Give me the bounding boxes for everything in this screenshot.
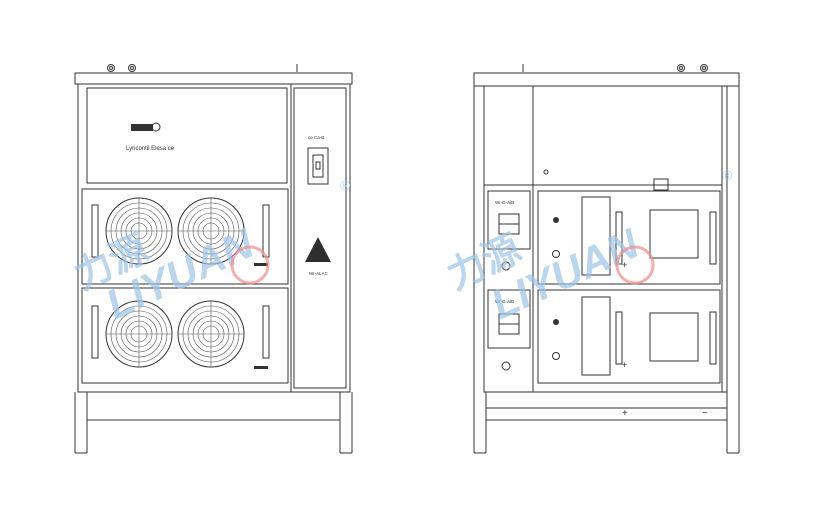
rear-base [473, 86, 740, 454]
rear-breaker-2[interactable]: Wr-G-AlB [487, 289, 531, 349]
bottom-polarity-negative: − [702, 408, 708, 419]
rear-port-icon [501, 261, 511, 271]
rear-terminal-module-2: + [537, 289, 721, 384]
front-switch[interactable] [307, 147, 329, 185]
watermark-registered: ® [340, 177, 351, 193]
breaker-label: Wr-G-AlB [495, 299, 514, 304]
switch-label: ce Ca-B [308, 135, 324, 140]
rear-top-cap [473, 72, 740, 87]
front-panel-text: Lyncontil Elesa ce [126, 146, 175, 152]
rear-body [483, 85, 728, 393]
warning-triangle-icon [305, 237, 331, 262]
polarity-positive: + [622, 260, 627, 270]
front-top-cap [74, 72, 353, 85]
front-lifting-eyes [107, 64, 298, 72]
front-fan-module-2 [81, 287, 289, 384]
warning-label: Wr-ALAC [309, 271, 329, 276]
rear-breaker-1[interactable]: Wr-G-AlB [487, 190, 531, 250]
breaker-label: Wr-G-AlB [495, 200, 514, 205]
fan-icon [105, 300, 173, 368]
front-top-panel [86, 87, 288, 184]
watermark-registered: ® [722, 167, 733, 183]
front-view: Lyncontil Elesa ce ce Ca-B Wr-ALAC [74, 64, 353, 454]
front-logo [131, 122, 161, 132]
rear-lifting-eyes [522, 64, 708, 72]
rear-view: Wr-G-AlB Wr-G-AlB + [473, 64, 740, 454]
fan-icon [177, 300, 245, 368]
watermark-left: 力源 LIYUAN ® [68, 177, 351, 328]
polarity-positive: + [622, 360, 627, 370]
front-base [74, 391, 353, 454]
front-side-door [293, 87, 347, 389]
rear-port-icon [501, 361, 511, 371]
fan-icon [105, 197, 173, 265]
front-fan-module-1 [81, 188, 289, 285]
fan-icon [177, 197, 245, 265]
bottom-polarity-positive: + [622, 408, 628, 419]
rear-terminal-module-1: + [537, 178, 721, 285]
